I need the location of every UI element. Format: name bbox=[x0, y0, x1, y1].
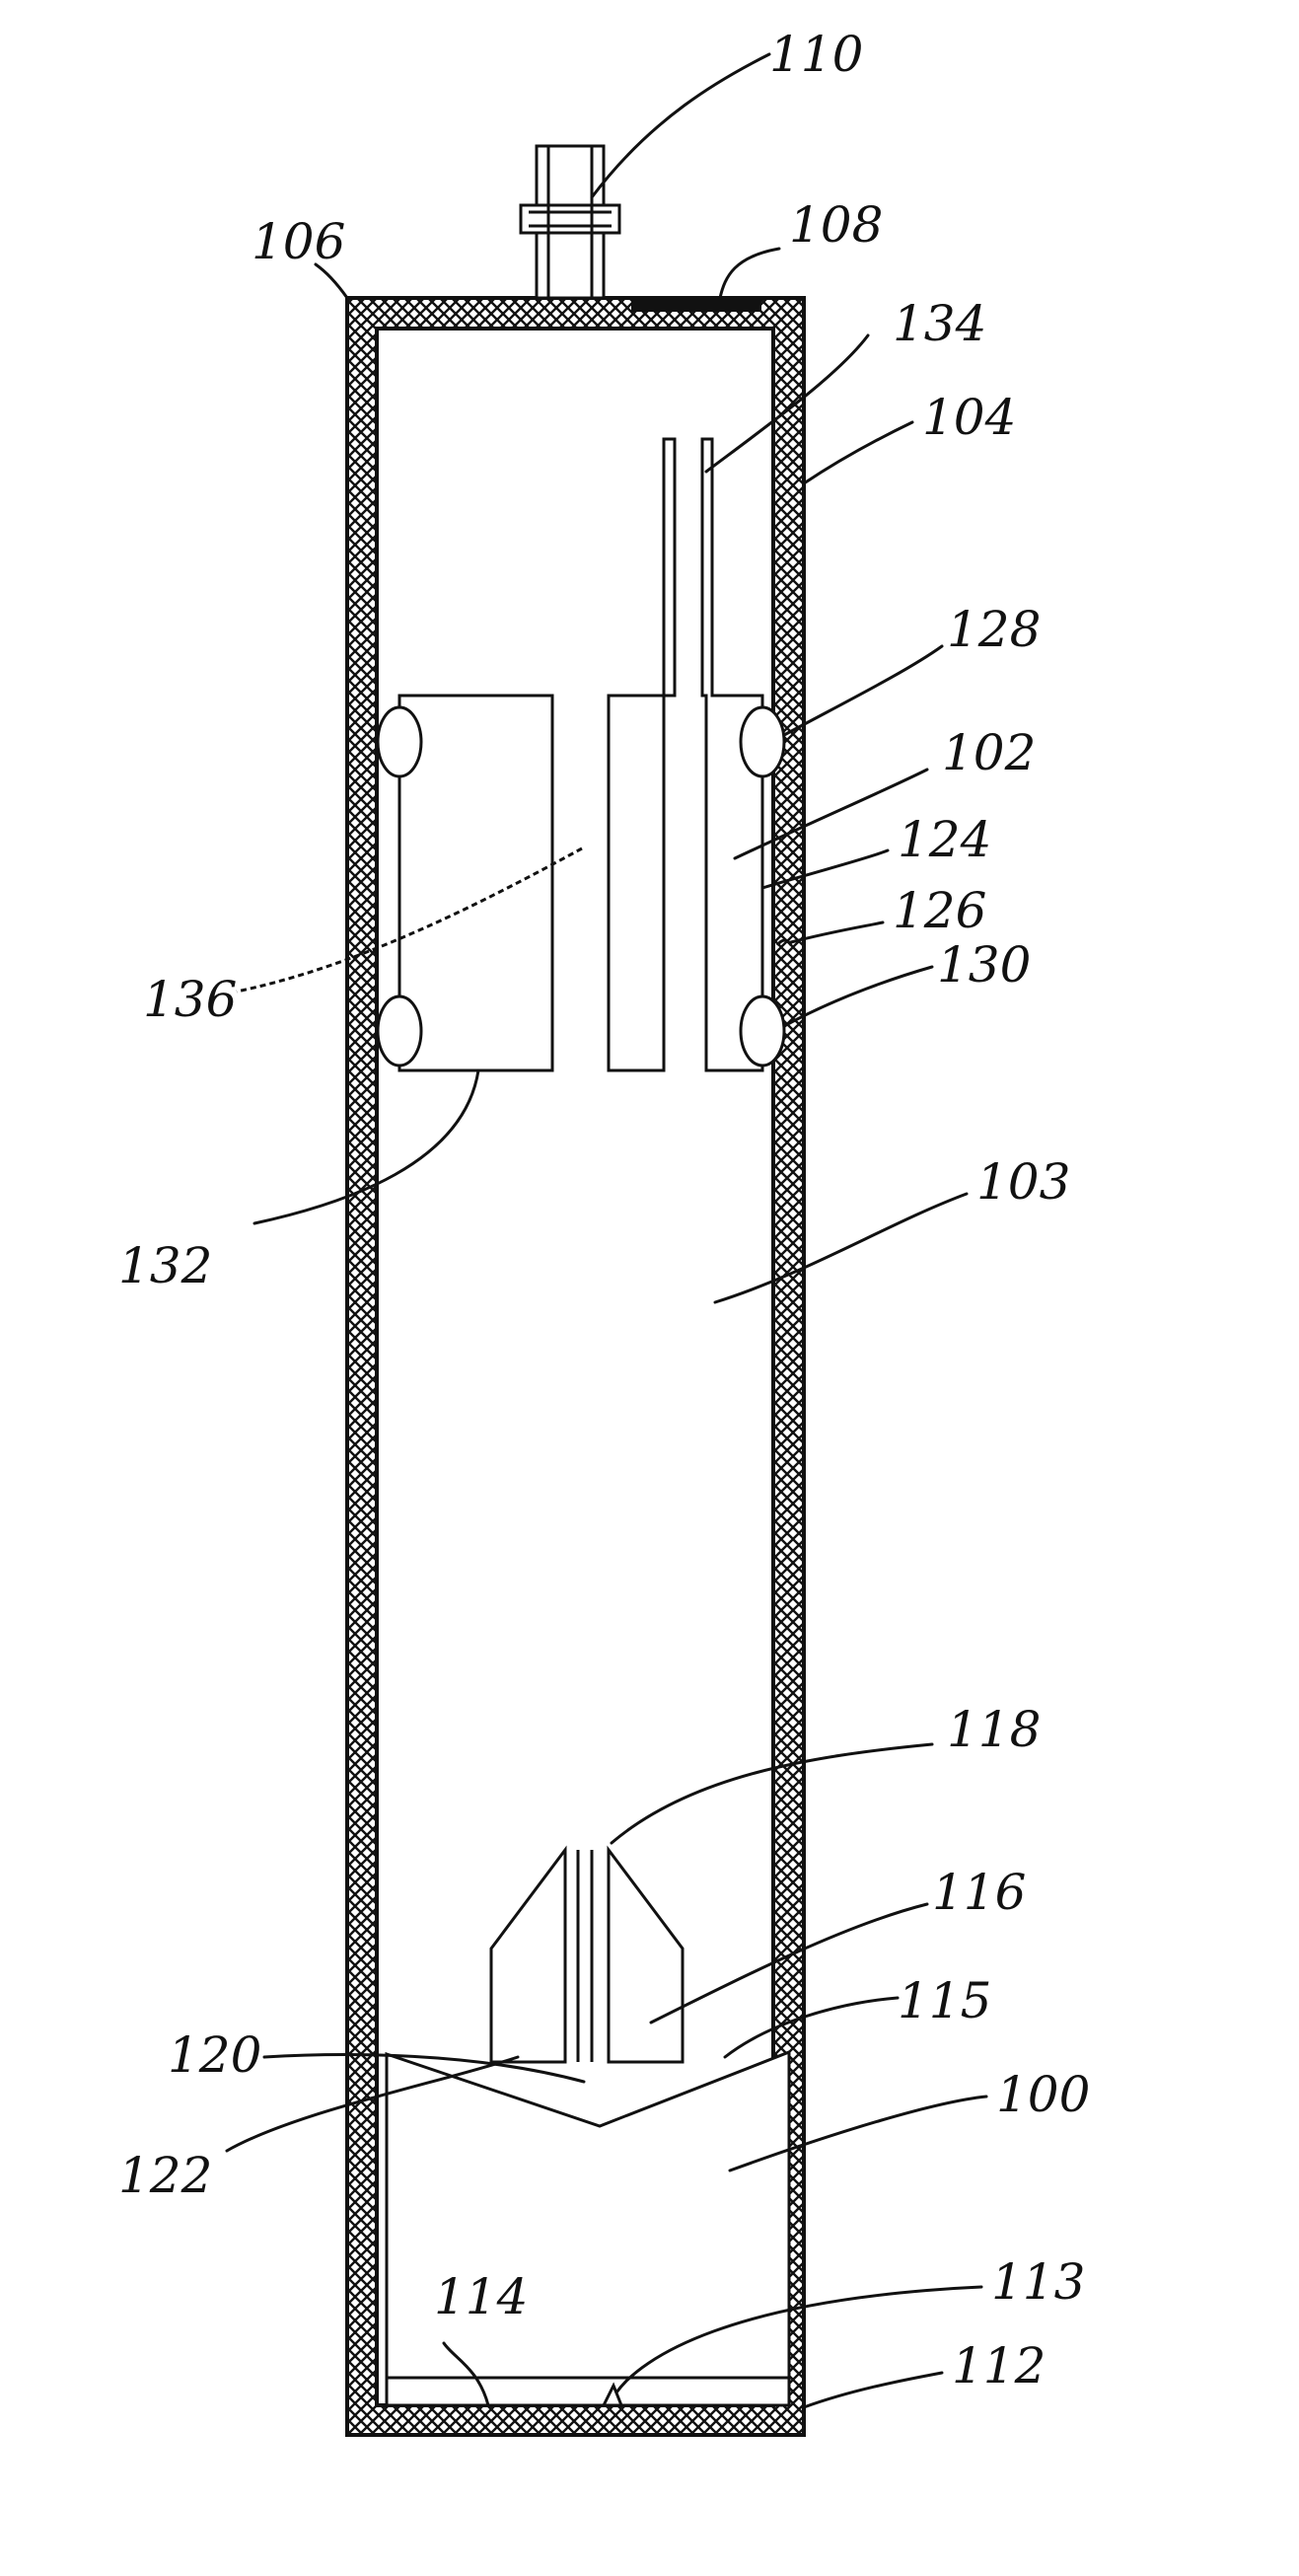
seal-block bbox=[631, 298, 761, 312]
label-106: 106 bbox=[252, 213, 345, 270]
label-108: 108 bbox=[789, 196, 883, 254]
label-130: 130 bbox=[937, 936, 1031, 994]
label-115: 115 bbox=[898, 1972, 991, 2029]
label-112: 112 bbox=[952, 2337, 1046, 2394]
label-136: 136 bbox=[143, 971, 237, 1028]
label-122: 122 bbox=[118, 2147, 212, 2204]
label-104: 104 bbox=[922, 389, 1016, 446]
label-128: 128 bbox=[947, 601, 1041, 658]
roller-lower-left bbox=[378, 996, 421, 1066]
label-113: 113 bbox=[991, 2253, 1085, 2311]
reference-numerals: 110 106 108 134 104 128 102 124 126 130 … bbox=[118, 26, 1090, 2394]
label-114: 114 bbox=[434, 2268, 528, 2325]
leader-lines bbox=[227, 54, 986, 2407]
label-132: 132 bbox=[118, 1237, 212, 1294]
label-100: 100 bbox=[996, 2066, 1090, 2123]
label-103: 103 bbox=[976, 1153, 1070, 1211]
roller-130 bbox=[741, 996, 784, 1066]
label-116: 116 bbox=[932, 1864, 1026, 1921]
label-102: 102 bbox=[942, 724, 1036, 781]
label-126: 126 bbox=[893, 882, 986, 939]
label-118: 118 bbox=[947, 1701, 1041, 1758]
roller-upper-left bbox=[378, 707, 421, 776]
label-110: 110 bbox=[769, 26, 863, 83]
upper-assembly bbox=[378, 439, 791, 1070]
roller-128 bbox=[741, 707, 784, 776]
label-120: 120 bbox=[168, 2026, 261, 2084]
label-134: 134 bbox=[893, 295, 986, 352]
label-124: 124 bbox=[898, 811, 991, 868]
valve-fitting bbox=[521, 146, 619, 298]
